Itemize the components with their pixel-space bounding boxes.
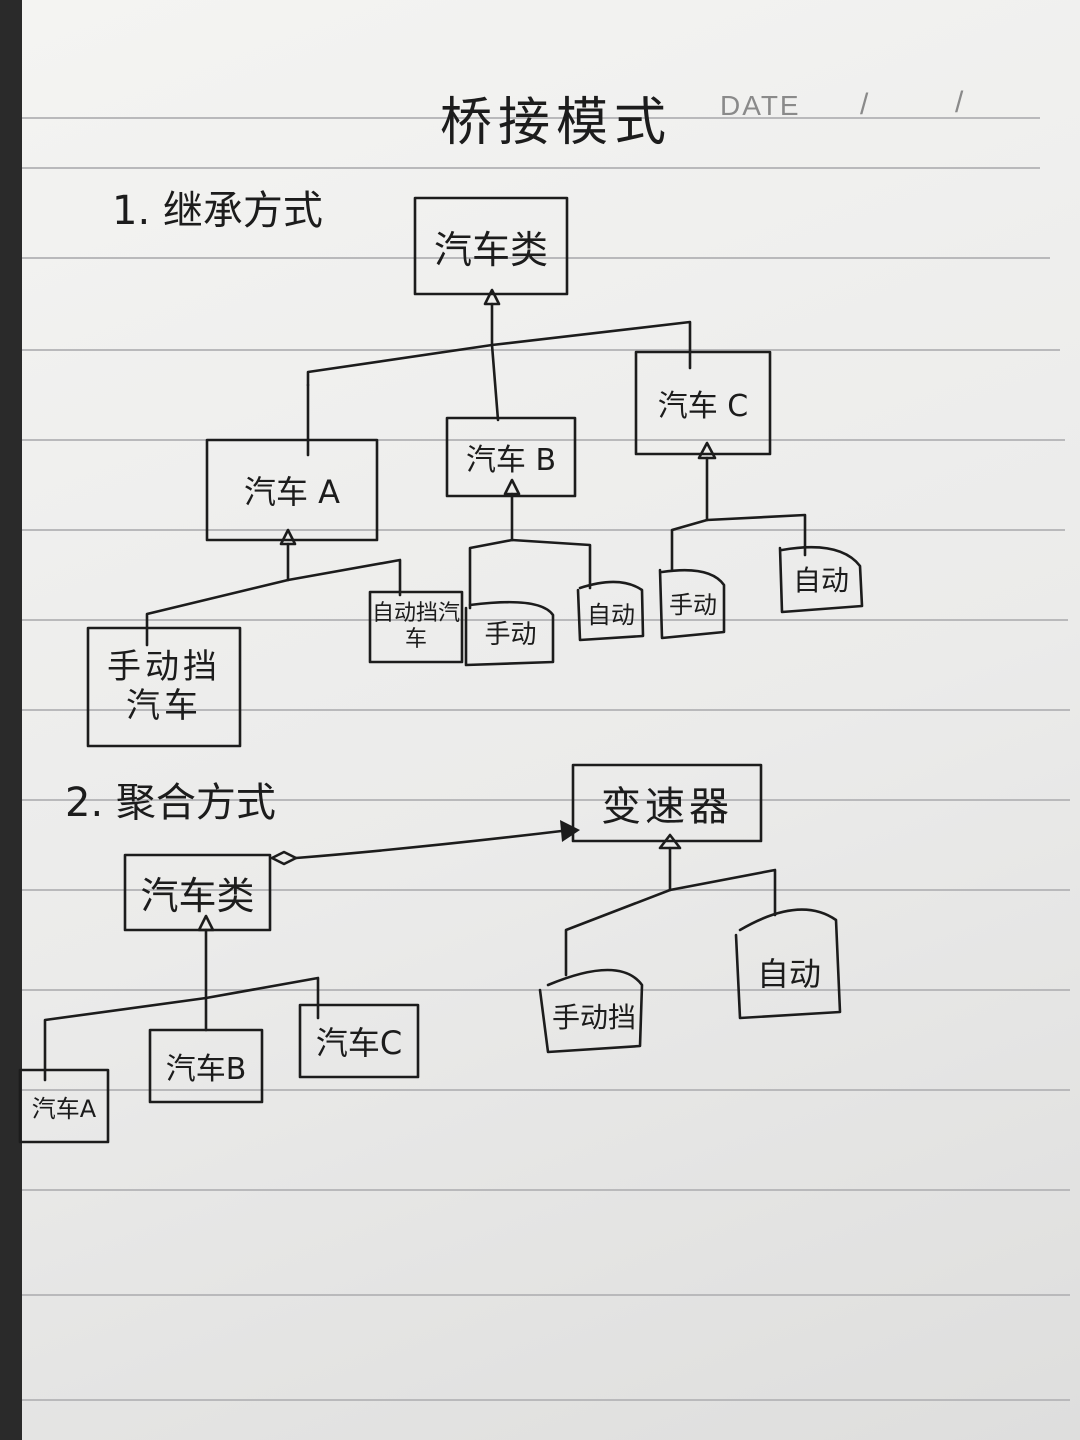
- aggregation-diamond: [270, 850, 298, 866]
- gearbox-manual-label: 手动挡: [551, 1001, 636, 1034]
- car-c-auto-label: 自动: [792, 564, 849, 597]
- inherit-bus: [306, 320, 692, 387]
- date-separator-1: /: [860, 88, 869, 121]
- car-c-box: [634, 350, 772, 456]
- gearbox-auto-box: [734, 908, 842, 1020]
- gearbox-label: 变速器: [601, 784, 733, 830]
- spiral-binding: [0, 0, 22, 1440]
- aggregation-line: [294, 828, 572, 860]
- date-label: DATE: [720, 90, 801, 121]
- car-b-auto-box: [576, 580, 645, 642]
- manual-gear-car-label: 手动挡汽车: [107, 646, 221, 726]
- agg-car-b-box: [148, 1028, 264, 1104]
- gearbox-manual-box: [538, 968, 644, 1054]
- section-aggregation-heading: 2. 聚合方式: [65, 780, 276, 826]
- agg-car-c-box: [298, 1003, 420, 1079]
- car-b-auto-label: 自动: [587, 600, 635, 629]
- agg-car-a-label: 汽车A: [31, 1094, 97, 1123]
- gearbox-auto-label: 自动: [756, 955, 821, 993]
- auto-gear-car-label: 自动挡汽车: [372, 600, 461, 652]
- date-separator-2: /: [955, 86, 964, 119]
- car-c-manual-label: 手动: [669, 590, 717, 619]
- car-b-label: 汽车 B: [465, 443, 557, 478]
- agg-car-a-box: [18, 1068, 110, 1144]
- root-car-class-label: 汽车类: [433, 227, 548, 272]
- agg-car-c-label: 汽车C: [315, 1024, 403, 1062]
- car-c-label: 汽车 C: [657, 389, 749, 424]
- car-b-manual-box: [464, 600, 555, 667]
- car-c-auto-box: [778, 545, 864, 614]
- agg-car-b-label: 汽车B: [165, 1052, 247, 1087]
- agg-car-class-label: 汽车类: [140, 874, 255, 918]
- aggregation-arrowhead: [560, 820, 580, 842]
- car-a-label: 汽车 A: [243, 473, 341, 511]
- page-title: 桥接模式: [440, 93, 673, 153]
- manual-gear-car-box: [86, 626, 242, 748]
- car-c-manual-box: [658, 568, 726, 640]
- car-b-manual-label: 手动: [484, 620, 537, 650]
- auto-gear-car-box: [368, 590, 464, 664]
- agg-car-class-box: [123, 853, 272, 932]
- section-inheritance-heading: 1. 继承方式: [112, 188, 323, 234]
